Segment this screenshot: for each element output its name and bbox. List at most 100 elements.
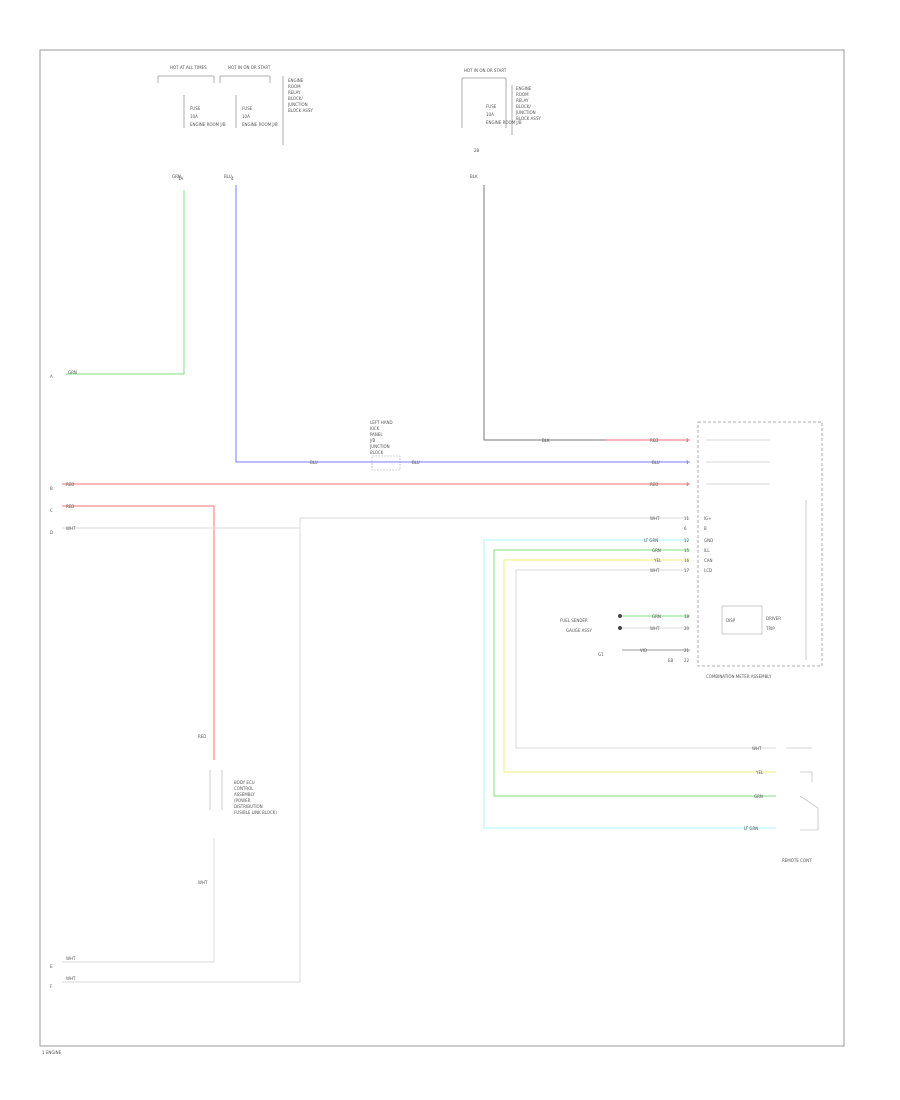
combination-meter: 2 1 3 11 6 12 15 16 17 18 20 21 22 IG+ B… [684,421,823,679]
label-ltgrn-right: LT GRN [644,538,658,543]
label-grn-remote: GRN [754,794,763,799]
label-red-module: RED [198,734,206,739]
svg-text:16: 16 [684,558,690,563]
label-grn-sensor: GRN [652,614,661,619]
label-wht-bottom1: WHT [66,956,76,961]
corner-label: 1 ENGINE [42,1050,62,1055]
wires [62,185,776,983]
label-vio-sensor: VIO [640,648,647,653]
svg-text:CONTROL: CONTROL [234,786,254,791]
fuse-box-2-box-label: ENGINE ROOM J/B [242,122,278,127]
svg-text:ENGINE: ENGINE [516,86,532,91]
svg-text:ENGINE: ENGINE [288,78,304,83]
wire-ltgrn-1 [483,539,776,829]
svg-text:LEFT HAND: LEFT HAND [370,420,393,425]
wire-yel-1 [503,559,776,773]
svg-text:D: D [50,530,53,535]
svg-text:(POWER: (POWER [234,798,251,803]
pin-label-1: 1A [178,176,184,181]
body-ecu-module: BODY ECU CONTROL ASSEMBLY (POWER DISTRIB… [209,770,277,815]
svg-text:IG+: IG+ [704,516,712,521]
svg-text:BLOCK/: BLOCK/ [516,104,531,109]
svg-text:3: 3 [686,482,689,487]
fuse-box-3-header: HOT IN ON OR START [464,68,507,73]
relay-note-1: ENGINE ROOM RELAY BLOCK/ JUNCTION BLOCK … [287,78,313,113]
svg-text:22: 22 [684,658,690,663]
label-blu-top: BLU [224,174,232,179]
label-yel-remote: YEL [755,770,764,775]
fuel-sender: FUEL SENDER GAUGE ASSY [560,614,622,633]
fuse-box-2-fuse-value: 10A [242,114,250,119]
label-wht-left: WHT [66,526,76,531]
svg-text:LCD: LCD [704,568,712,573]
label-wht-module: WHT [198,880,208,885]
label-wht-remote: WHT [752,746,762,751]
junction-block: LEFT HAND KICK PANEL J/B JUNCTION BLOCK [369,420,401,471]
relay-note-2: ENGINE ROOM RELAY BLOCK/ JUNCTION BLOCK … [515,86,541,121]
label-wht-right2: WHT [650,568,660,573]
remote-control-switch: REMOTE CONT [782,747,819,863]
svg-text:E: E [50,964,53,969]
ground-label-1: G1 [598,652,604,657]
svg-text:FUSIBLE LINK BLOCK): FUSIBLE LINK BLOCK) [234,810,277,815]
label-red-right: RED [650,438,658,443]
svg-text:BLOCK ASSY: BLOCK ASSY [516,116,541,121]
svg-text:A: A [50,374,53,379]
svg-text:GND: GND [704,538,713,543]
svg-text:DRIVER: DRIVER [766,616,781,621]
label-grn-right: GRN [652,548,661,553]
svg-text:B: B [50,486,53,491]
svg-text:21: 21 [684,648,690,653]
fuse-box-2-fuse-label: FUSE [242,106,253,111]
svg-text:ILL: ILL [704,548,710,553]
svg-text:11: 11 [684,516,690,521]
svg-text:15: 15 [684,548,690,553]
svg-text:BLOCK/: BLOCK/ [288,96,303,101]
svg-text:JUNCTION: JUNCTION [369,444,390,449]
fuse-box-1-box-label: ENGINE ROOM J/B [190,122,226,127]
svg-text:CAN: CAN [704,558,713,563]
label-yel-right: YEL [653,558,662,563]
svg-text:ASSEMBLY: ASSEMBLY [234,792,255,797]
svg-text:BLOCK ASSY: BLOCK ASSY [288,108,313,113]
wire-red-3 [62,505,215,760]
svg-text:RELAY: RELAY [516,98,529,103]
label-wht-sensor: WHT [650,626,660,631]
wire-labels: GRN BLU BLK GRN BLU BLU BLU BLK RED RED … [66,174,764,981]
svg-text:20: 20 [684,626,690,631]
svg-text:BODY ECU: BODY ECU [234,780,255,785]
svg-text:REMOTE CONT: REMOTE CONT [782,858,812,863]
svg-text:RELAY: RELAY [288,90,301,95]
label-grn-left: GRN [68,370,77,375]
label-grn-top: GRN [172,174,181,179]
wire-grn-2 [493,549,776,797]
wire-wht-4 [515,569,776,749]
wire-wht-1 [62,517,690,529]
label-red-left2: RED [66,504,74,509]
fuse-box-3-fuse-label: FUSE [486,104,497,109]
svg-text:PANEL: PANEL [370,432,383,437]
fuse-box-3-box-label: ENGINE ROOM J/B [486,120,522,125]
svg-text:FUEL SENDER: FUEL SENDER [560,618,588,623]
pin-label-3: 2B [474,148,480,153]
wire-wht-2 [62,528,301,983]
fuse-box-3-fuse-value: 10A [486,112,494,117]
svg-text:2: 2 [686,438,689,443]
wire-wht-3 [62,838,215,963]
fuse-box-1-fuse-value: 10A [190,114,198,119]
svg-text:KICK: KICK [370,426,380,431]
fuse-box-1-header: HOT AT ALL TIMES [170,65,207,70]
svg-text:JUNCTION: JUNCTION [287,102,308,107]
label-wht-bottom2: WHT [66,976,76,981]
svg-text:J/B: J/B [369,438,376,443]
label-blu-right: BLU [652,460,660,465]
svg-text:B: B [704,526,707,531]
diagram-frame [39,49,845,1047]
svg-text:DISTRIBUTION: DISTRIBUTION [234,804,263,809]
label-wht-right: WHT [650,516,660,521]
label-blk-top: BLK [470,174,478,179]
label-ltgrn-remote: LT GRN [744,826,758,831]
svg-text:12: 12 [684,538,690,543]
svg-text:17: 17 [684,568,690,573]
